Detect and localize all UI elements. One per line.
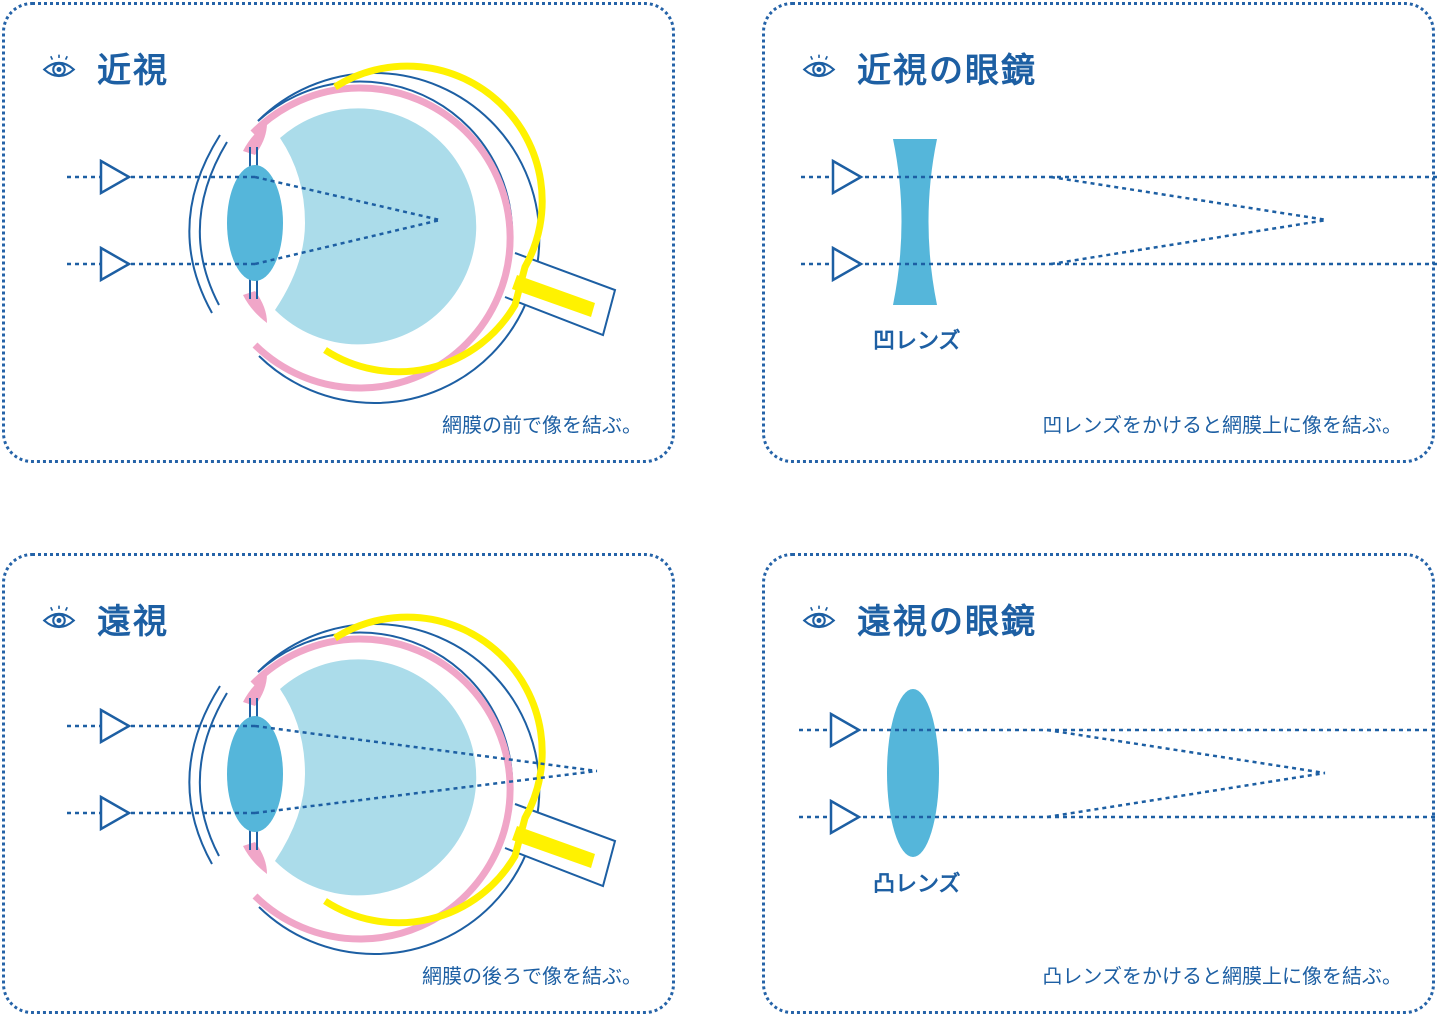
panel-caption: 凸レンズをかけると網膜上に像を結ぶ。 — [1042, 964, 1402, 988]
lens-label: 凹レンズ — [873, 329, 961, 354]
concave-lens — [893, 139, 937, 305]
triangle-arrow-icon — [99, 795, 131, 831]
triangle-arrow-icon — [831, 159, 863, 195]
eye-icon — [43, 53, 75, 78]
eyeball-illustration — [189, 617, 615, 954]
panel-caption: 網膜の前で像を結ぶ。 — [442, 413, 642, 437]
triangle-arrow-icon — [99, 246, 131, 282]
myopia-glasses-diagram — [801, 139, 1437, 305]
panel-title: 遠視 — [97, 602, 169, 642]
panel-myopia: 近視 網膜の前で像を結ぶ。 — [2, 2, 675, 463]
hyperopia-eye-diagram — [67, 556, 678, 1017]
panel-myopia-glasses: 近視の眼鏡 凹レンズ 凹レンズをかけると網膜上に像を結ぶ。 — [762, 2, 1437, 463]
panel-hyperopia-glasses: 遠視の眼鏡 凸レンズ 凸レンズをかけると網膜上に像を結ぶ。 — [762, 553, 1437, 1014]
triangle-arrow-icon — [99, 159, 131, 195]
eye-icon — [43, 604, 75, 629]
eyeball-illustration — [189, 66, 615, 403]
panel-hyperopia: 遠視 網膜の後ろで像を結ぶ。 — [2, 553, 675, 1014]
convex-lens — [887, 689, 939, 857]
triangle-arrow-icon — [829, 799, 861, 835]
panel-title: 遠視の眼鏡 — [857, 602, 1037, 642]
panel-caption: 網膜の後ろで像を結ぶ。 — [422, 964, 642, 988]
triangle-arrow-icon — [99, 708, 131, 744]
lens-label: 凸レンズ — [873, 872, 961, 897]
eye-icon — [803, 53, 835, 78]
hyperopia-glasses-diagram — [799, 689, 1437, 857]
triangle-arrow-icon — [831, 246, 863, 282]
panel-caption: 凹レンズをかけると網膜上に像を結ぶ。 — [1042, 413, 1402, 437]
panel-title: 近視の眼鏡 — [857, 51, 1037, 91]
triangle-arrow-icon — [829, 712, 861, 748]
eye-icon — [803, 604, 835, 629]
panel-title: 近視 — [97, 51, 169, 91]
